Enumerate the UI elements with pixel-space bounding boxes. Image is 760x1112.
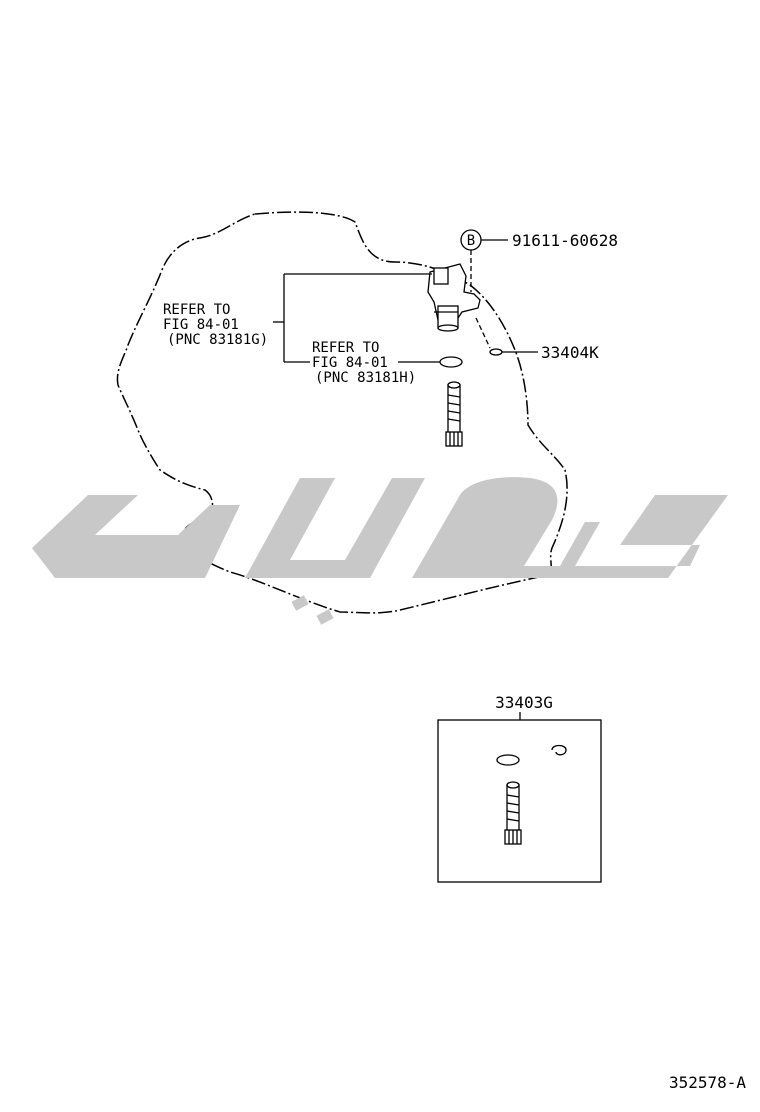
o-ring-small (489, 348, 503, 356)
refer-1-line-3: (PNC 83181G) (167, 332, 268, 348)
o-ring-part-number: 33404K (541, 343, 599, 362)
refer-2-line-1: REFER TO (312, 340, 379, 356)
bolt-callout-symbol: B (467, 233, 475, 249)
kit-box (437, 719, 602, 883)
o-ring-shaft (439, 356, 463, 368)
kit-driven-gear-shaft (504, 781, 522, 845)
refer-2-line-2: FIG 84-01 (312, 355, 388, 371)
refer-1-line-2: FIG 84-01 (163, 317, 239, 333)
watermark-logo (32, 477, 728, 625)
kit-o-ring (496, 754, 520, 766)
refer-2-line-3: (PNC 83181H) (315, 370, 416, 386)
diagram-id: 352578-A (669, 1073, 746, 1092)
kit-part-number: 33403G (495, 693, 553, 712)
driven-gear-shaft (445, 381, 463, 447)
speed-sensor (427, 263, 481, 332)
refer-1-line-1: REFER TO (163, 302, 230, 318)
kit-small-ring (551, 744, 567, 756)
bolt-part-number: 91611-60628 (512, 231, 618, 250)
transmission-housing-outline (116, 211, 568, 614)
